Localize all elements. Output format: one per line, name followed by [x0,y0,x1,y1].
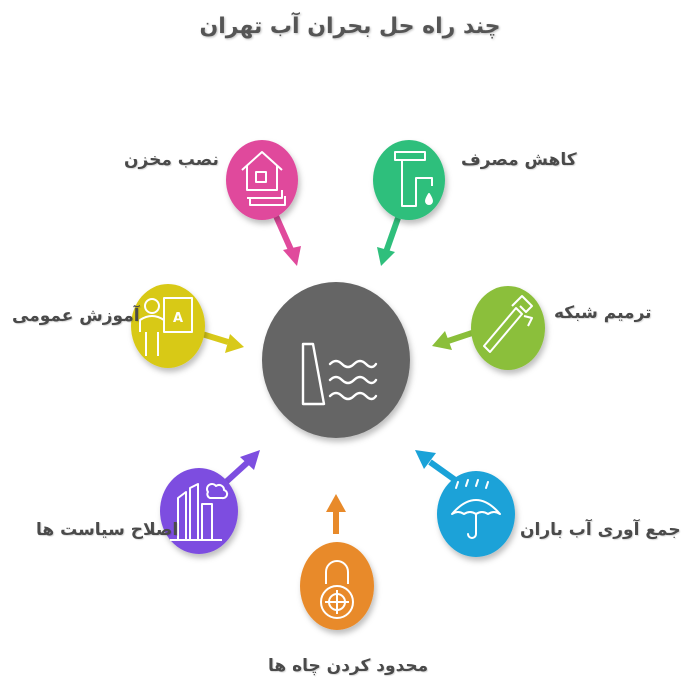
label-rainwater: جمع آوری آب باران [520,520,681,540]
rain-umbrella-icon [451,479,501,539]
node-rainwater [437,471,515,557]
label-limit-wells: محدود کردن چاه ها [268,656,429,676]
house-storage-icon [241,151,286,206]
label-install-tank: نصب مخزن [124,150,219,170]
center-node [262,282,410,438]
arrow-public-education [201,331,244,353]
node-install-tank [226,140,298,220]
arrow-rainwater [415,450,460,485]
dam-water-icon [301,342,378,406]
teacher-board-icon: A [139,297,193,356]
node-limit-wells [300,542,374,630]
label-policy-reform: اصلاح سیاست ها [36,520,179,540]
arrow-install-tank [273,214,301,266]
label-reduce-consumption: کاهش مصرف [461,150,577,170]
arrow-repair-network [432,328,479,350]
page-title: چند راه حل بحران آب تهران [199,14,501,39]
arrow-reduce-consumption [377,217,401,266]
label-repair-network: ترمیم شبکه [554,303,652,323]
node-policy-reform [160,468,238,554]
arrow-policy-reform [223,450,260,485]
pipe-wrench-icon [483,295,533,353]
well-lock-icon [320,560,354,619]
node-repair-network [471,286,545,370]
svg-text:A: A [173,311,183,326]
node-reduce-consumption [373,140,445,220]
city-policy-icon [170,483,229,541]
node-public-education: A [131,284,205,368]
faucet-icon [394,151,433,207]
label-public-education: آموزش عمومی [12,306,140,326]
arrow-limit-wells [326,494,346,534]
